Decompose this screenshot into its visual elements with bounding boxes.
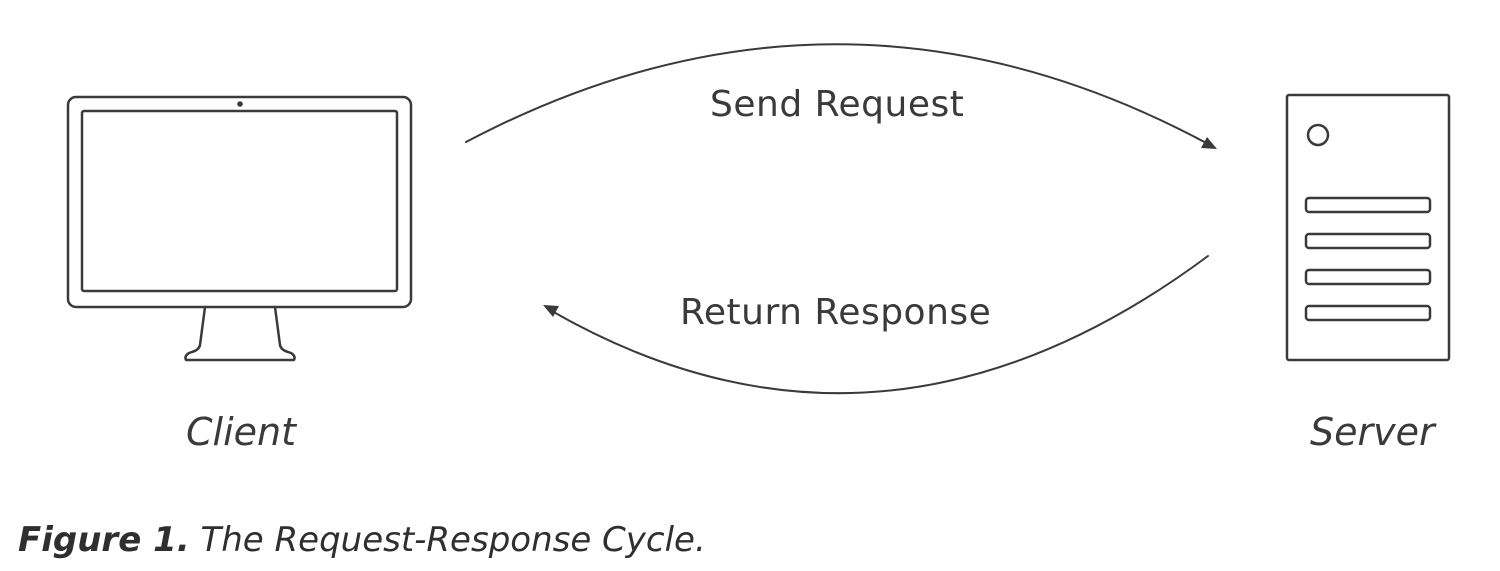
monitor-icon (66, 95, 413, 362)
send-request-arrow (465, 43, 1217, 149)
return-response-label: Return Response (680, 292, 992, 333)
client-label: Client (186, 410, 297, 454)
arrowhead-icon (1201, 137, 1217, 149)
arrowhead-icon (543, 305, 559, 317)
figure-number: Figure 1. (18, 520, 190, 560)
figure-caption: Figure 1. The Request-Response Cycle. (18, 520, 706, 560)
figure-title: The Request-Response Cycle. (200, 520, 706, 560)
return-response-arrow (543, 255, 1209, 395)
server-label: Server (1310, 410, 1435, 454)
server-tower-icon (1285, 93, 1451, 362)
send-request-label: Send Request (710, 84, 965, 125)
